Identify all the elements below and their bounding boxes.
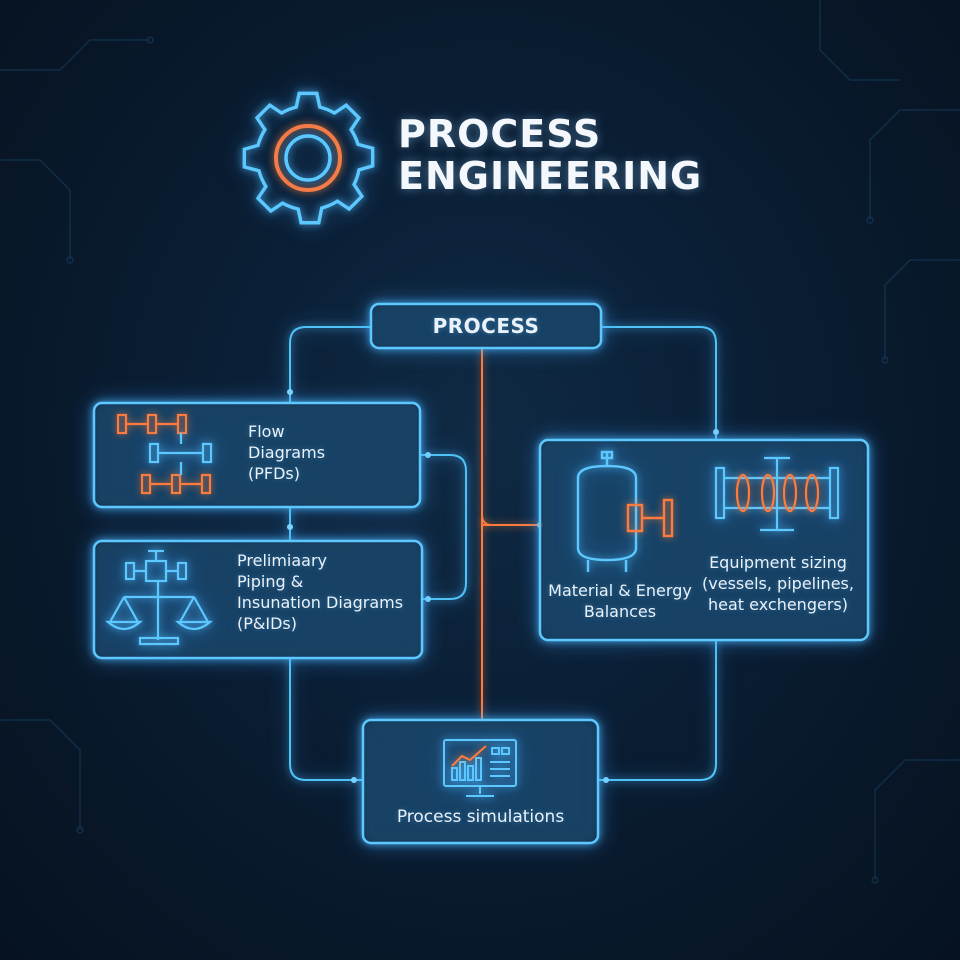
process-label: PROCESS — [432, 314, 540, 338]
flow-diagram-icon — [116, 413, 213, 495]
flow-diagrams-line-2: Diagrams — [248, 443, 326, 462]
sizing-line-1: Equipment sizing — [709, 553, 847, 572]
background-circuit-traces — [0, 0, 960, 884]
flow-diagrams-line-1: Flow — [248, 422, 285, 441]
connector-lines — [289, 326, 717, 781]
flow-diagrams-box[interactable] — [92, 401, 422, 509]
valve-scale-icon — [105, 549, 213, 646]
vessel-icon — [576, 450, 674, 572]
central-orange-line — [481, 348, 540, 720]
balances-label: Material & Energy Balances — [540, 580, 700, 622]
pids-label: Prelimiaary Piping & Insunation Diagrams… — [237, 550, 403, 634]
monitor-chart-icon — [443, 739, 517, 797]
title-line-1: PROCESS — [398, 112, 602, 156]
sizing-line-3: heat exchengers) — [708, 595, 848, 614]
simulations-box[interactable] — [361, 718, 600, 845]
simulations-label: Process simulations — [396, 807, 565, 827]
gear-icon — [242, 91, 375, 225]
pids-line-4: (P&IDs) — [237, 614, 297, 633]
flow-diagrams-label: Flow Diagrams (PFDs) — [248, 421, 325, 484]
pids-line-2: Piping & — [237, 572, 304, 591]
connector-dots — [287, 389, 719, 783]
pids-line-3: Insunation Diagrams — [237, 593, 404, 612]
pids-line-1: Prelimiaary — [237, 551, 328, 570]
sizing-label: Equipment sizing (vessels, pipelines, he… — [692, 552, 864, 615]
sizing-line-2: (vessels, pipelines, — [702, 574, 854, 593]
heat-exchanger-icon — [714, 456, 840, 532]
flow-diagrams-line-3: (PFDs) — [248, 464, 300, 483]
title-line-2: ENGINEERING — [398, 154, 703, 198]
balances-sizing-box[interactable] — [538, 438, 870, 642]
balances-line-2: Balances — [583, 602, 657, 621]
process-box[interactable] — [369, 302, 603, 350]
balances-line-1: Material & Energy — [548, 581, 692, 600]
